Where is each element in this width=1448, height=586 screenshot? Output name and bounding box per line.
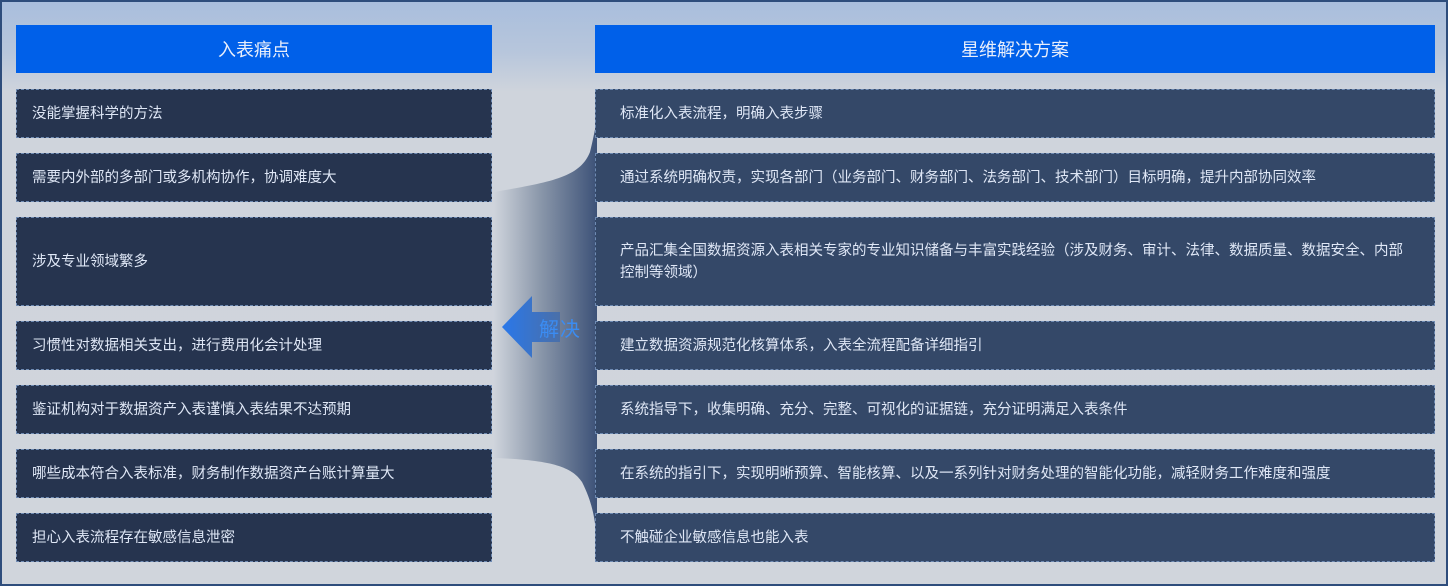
pain-point-item: 习惯性对数据相关支出，进行费用化会计处理 (16, 321, 492, 370)
solution-item: 通过系统明确权责，实现各部门（业务部门、财务部门、法务部门、技术部门）目标明确，… (595, 153, 1435, 202)
resolve-label: 解决 (539, 317, 581, 341)
pain-point-item: 需要内外部的多部门或多机构协作，协调难度大 (16, 153, 492, 202)
solution-item: 产品汇集全国数据资源入表相关专家的专业知识储备与丰富实践经验（涉及财务、审计、法… (595, 217, 1435, 306)
solution-item: 建立数据资源规范化核算体系，入表全流程配备详细指引 (595, 321, 1435, 370)
solution-item: 在系统的指引下，实现明晰预算、智能核算、以及一系列针对财务处理的智能化功能，减轻… (595, 449, 1435, 498)
solution-item: 不触碰企业敏感信息也能入表 (595, 513, 1435, 562)
pain-point-item: 没能掌握科学的方法 (16, 89, 492, 138)
arrow-left-icon (502, 296, 560, 358)
funnel-connector-shape (494, 120, 597, 542)
pain-point-item: 担心入表流程存在敏感信息泄密 (16, 513, 492, 562)
solutions-header: 星维解决方案 (595, 25, 1435, 73)
pain-point-item: 哪些成本符合入表标准，财务制作数据资产台账计算量大 (16, 449, 492, 498)
solution-item: 标准化入表流程，明确入表步骤 (595, 89, 1435, 138)
pain-point-item: 鉴证机构对于数据资产入表谨慎入表结果不达预期 (16, 385, 492, 434)
pain-points-header: 入表痛点 (16, 25, 492, 73)
solution-item: 系统指导下，收集明确、充分、完整、可视化的证据链，充分证明满足入表条件 (595, 385, 1435, 434)
pain-point-item: 涉及专业领域繁多 (16, 217, 492, 306)
